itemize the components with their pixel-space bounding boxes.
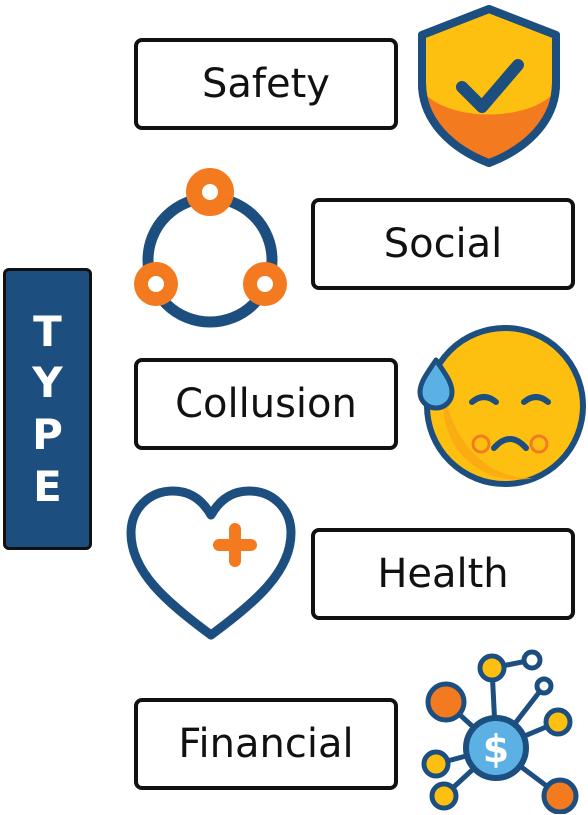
- category-health-label: Health: [311, 528, 575, 620]
- category-social-label: Social: [311, 198, 575, 290]
- type-sidebar: TYPE: [3, 268, 92, 550]
- sad-sweat-face-icon: [417, 325, 586, 487]
- svg-text:$: $: [483, 727, 509, 771]
- heart-plus-icon: [126, 486, 296, 640]
- category-financial-label: Financial: [134, 698, 398, 790]
- shield-check-icon: [418, 5, 560, 167]
- type-label: TYPE: [32, 306, 63, 511]
- category-collusion-label: Collusion: [134, 358, 398, 450]
- category-safety-label: Safety: [134, 38, 398, 130]
- dollar-network-icon: $: [421, 649, 579, 814]
- network-triangle-icon: [134, 168, 287, 328]
